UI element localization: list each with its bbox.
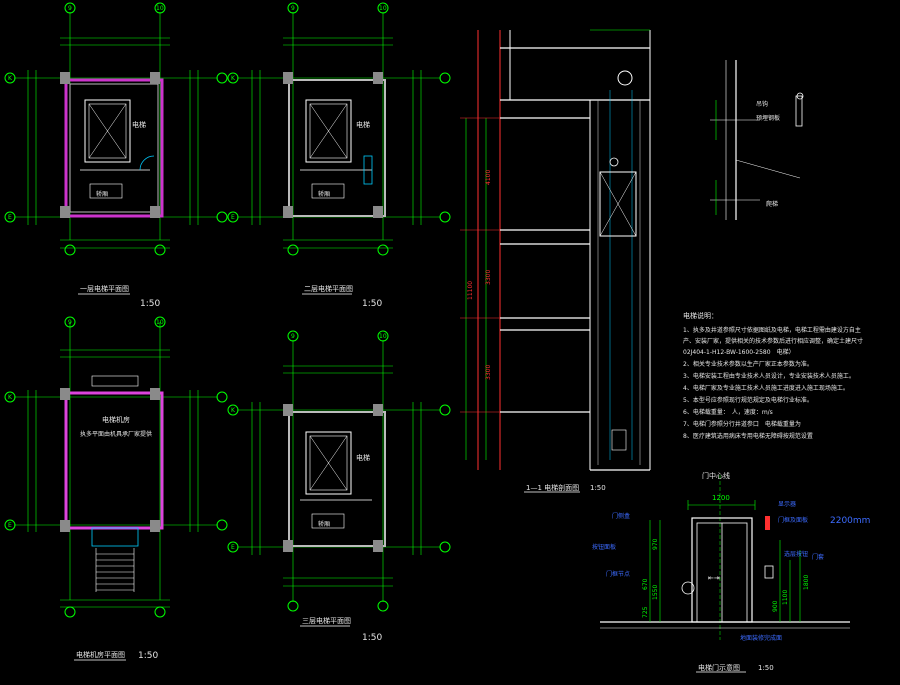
grid-bubble-label: 10 [156,5,164,12]
grid-bubble-label: K [231,75,236,82]
door-height-dim: 725 [642,606,649,618]
detail-label: 吊钩 [756,100,768,108]
door-label-right: 门框及面板 [778,516,808,524]
plan-floor-1: 电梯 轿厢 一层电梯平面图 1:50 [14,12,218,309]
door-scale: 1:50 [758,664,774,672]
plan2-shaft-label: 电梯 [356,120,370,129]
detail-label: 预埋钢板 [756,114,780,122]
plan3-scale: 1:50 [138,651,158,661]
grid-bubble-label: E [8,214,12,221]
plan4-title: 三层电梯平面图 [302,616,351,625]
hook-detail: 吊钩 预埋钢板 爬梯 [710,60,804,220]
notes-line: 8、医疗建筑选用病床专用电梯无障碍按规范设置 [683,432,813,440]
notes-line: 6、电梯载重量： 人，速度：m/s [683,408,773,416]
section-title: 1—1 电梯剖面图 [526,483,579,492]
door-right-dim: 1100 [782,590,789,605]
grid-bubble-label: 10 [379,5,387,12]
door-floor-note: 地面装修完成面 [740,634,782,642]
plan4-car-label: 轿厢 [318,520,330,528]
machine-room-label: 电梯机房 [102,415,130,424]
notes-line: 7、电梯门参照分行井道参口 电梯载重量为 [683,420,801,428]
elevator-door-elevation: ⇤⇥ 1200 门中心线 970 670 1550 725 900 1100 1… [592,471,870,673]
grid-bubble-label: 10 [379,333,387,340]
door-label-right: 2200mm [830,516,870,526]
door-label-left: 门框节点 [606,570,630,578]
grid-bubble-label: 9 [291,5,295,12]
plan1-title: 一层电梯平面图 [80,284,129,293]
plan-floor-2: 电梯 轿厢 二层电梯平面图 1:50 [237,12,441,309]
grid-bubble-label: E [231,544,235,551]
door-label-left: 按钮面板 [592,543,616,551]
door-height-dim: 970 [652,538,659,550]
door-right-dim: 1800 [803,575,810,590]
section-dim: 3300 [485,365,492,380]
svg-text:⇤⇥: ⇤⇥ [708,574,720,582]
plan4-scale: 1:50 [362,633,382,643]
notes-line: 5、本型号应参照现行规范规定及电梯行业标准。 [683,396,813,404]
plan-floor-3: 电梯 轿厢 三层电梯平面图 1:50 [237,340,441,643]
door-label-right: 门套 [812,553,824,561]
notes-line: 产、安装厂家，提供相关的技术参数后进行相应调整，确定土建尺寸 [683,337,863,345]
grid-bubbles: 9 10 K E 9 10 K E 9 10 K E 9 10 K E [4,2,451,618]
grid-bubble-label: K [231,407,236,414]
grid-bubble-label: 9 [68,319,72,326]
notes-line: 2、相关专业技术参数以生产厂家正本参数为准。 [683,360,813,368]
notes-line: 4、电梯厂家及专业施工技术人员施工进度进入施工现场施工。 [683,384,849,392]
grid-bubble-label: 9 [68,5,72,12]
notes-line: 1、执多及井道参照尺寸依据图纸及电梯，电梯工程需由建设方自主 [683,326,861,334]
grid-bubble-label: K [8,394,13,401]
detail-label: 爬梯 [766,200,778,208]
door-label-left: 门侧盒 [612,512,630,520]
plan2-title: 二层电梯平面图 [304,284,353,293]
notes-line: 02J404-1-H12-BW-1600-2580 电梯） [683,348,795,356]
notes-line: 3、电梯安装工程由专业技术人员设计，专业安装技术人员施工。 [683,372,855,380]
plan2-car-label: 轿厢 [318,190,330,198]
elevator-section: 4100 3300 3300 11100 1—1 电梯剖面图 1:50 [460,29,651,493]
plan3-title: 电梯机房平面图 [76,650,125,659]
machine-room-note: 执多平面由机具承厂家提供 [80,430,152,438]
plan1-scale: 1:50 [140,299,160,309]
section-dim: 3300 [485,270,492,285]
section-scale: 1:50 [590,484,606,492]
grid-bubble-label: 10 [156,319,164,326]
plan-machine-room: 电梯机房 执多平面由机具承厂家提供 电梯机房平面图 1:50 [14,322,218,661]
plan2-scale: 1:50 [362,299,382,309]
grid-bubble-label: 9 [291,333,295,340]
plan4-shaft-label: 电梯 [356,453,370,462]
plan1-car-label: 轿厢 [96,190,108,198]
section-total-dim: 11100 [467,281,474,300]
grid-bubble-label: E [8,522,12,529]
door-right-dim: 900 [772,600,779,612]
section-dim: 4100 [485,170,492,185]
grid-bubble-label: E [231,214,235,221]
notes-title: 电梯说明： [683,311,718,320]
door-label-right: 显示器 [778,501,796,508]
door-label-right: 选层按钮 [784,550,808,558]
plan1-shaft-label: 电梯 [132,120,146,129]
grid-bubble-label: K [8,75,13,82]
door-axis-label: 门中心线 [702,471,730,480]
door-height-dim: 670 [642,578,649,590]
elevator-notes: 电梯说明： 1、执多及井道参照尺寸依据图纸及电梯，电梯工程需由建设方自主 产、安… [683,311,863,440]
door-title: 电梯门示意图 [698,663,740,672]
door-height-dim: 1550 [652,585,659,600]
door-width-dim: 1200 [712,494,730,502]
